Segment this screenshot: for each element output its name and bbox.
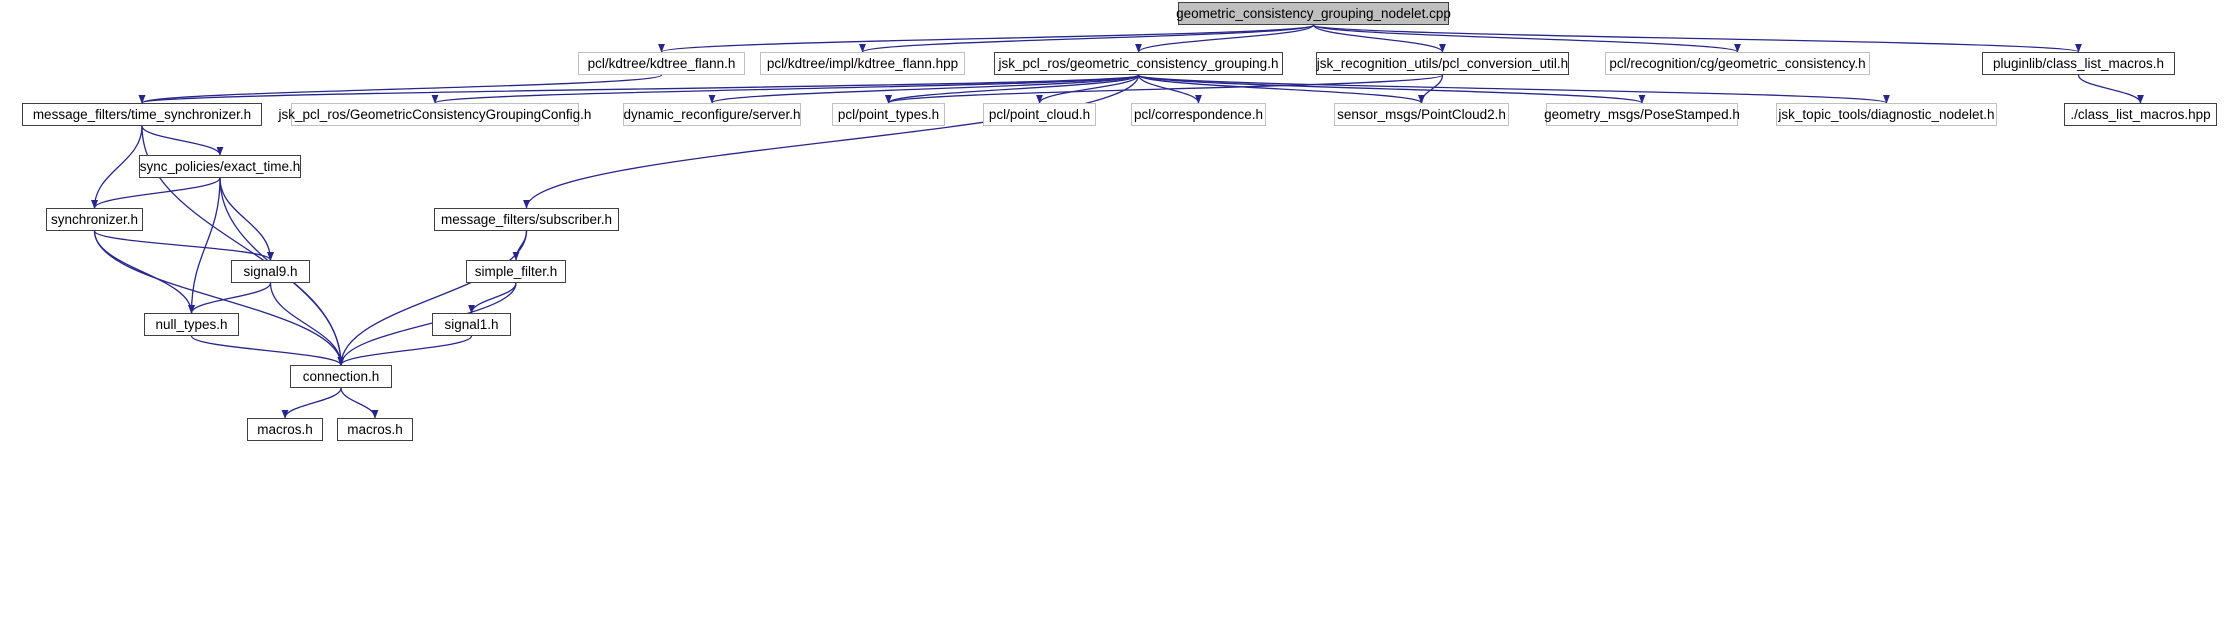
graph-node-label: jsk_pcl_ros/GeometricConsistencyGrouping… <box>278 106 592 122</box>
edge-connection-to-macros1 <box>281 387 342 419</box>
graph-node-kdtree_flann_hpp[interactable]: pcl/kdtree/impl/kdtree_flann.hpp <box>760 52 965 75</box>
edge-simple_filter-to-signal1 <box>468 282 517 314</box>
graph-node-label: message_filters/time_synchronizer.h <box>32 106 252 122</box>
graph-node-label: jsk_topic_tools/diagnostic_nodelet.h <box>1778 106 1995 122</box>
graph-node-label: pcl/recognition/cg/geometric_consistency… <box>1609 55 1866 71</box>
edge-gcg_h-to-posestamped <box>1137 74 1646 104</box>
edge-subscriber-to-simple_filter <box>512 230 528 261</box>
edge-root-to-pcl_conv_util <box>1312 24 1446 53</box>
graph-node-root[interactable]: geometric_consistency_grouping_nodelet.c… <box>1176 2 1451 25</box>
graph-node-label: signal9.h <box>243 263 298 279</box>
graph-node-label: null_types.h <box>155 316 228 332</box>
graph-node-correspondence[interactable]: pcl/correspondence.h <box>1131 103 1266 126</box>
edge-root-to-kdtree_flann_hpp <box>859 24 1315 53</box>
edge-root-to-geom_consist <box>1312 24 1741 53</box>
edge-gcg_h-to-pointcloud2 <box>1137 74 1425 104</box>
edge-synchronizer-to-signal9 <box>93 230 274 261</box>
edge-gcg_h-to-diag_nodelet <box>1137 74 1890 104</box>
edge-root-to-kdtree_flann_h <box>658 24 1315 53</box>
graph-node-signal1[interactable]: signal1.h <box>432 313 511 336</box>
graph-node-pointcloud2[interactable]: sensor_msgs/PointCloud2.h <box>1334 103 1509 126</box>
graph-node-point_cloud[interactable]: pcl/point_cloud.h <box>983 103 1096 126</box>
graph-node-label: geometry_msgs/PoseStamped.h <box>1544 106 1740 122</box>
graph-node-simple_filter[interactable]: simple_filter.h <box>466 260 566 283</box>
edge-root-to-gcg_h <box>1135 24 1315 53</box>
graph-node-label: signal1.h <box>444 316 499 332</box>
edge-gcg_h-to-subscriber <box>523 74 1140 209</box>
graph-node-diag_nodelet[interactable]: jsk_topic_tools/diagnostic_nodelet.h <box>1776 103 1997 126</box>
graph-node-label: jsk_pcl_ros/geometric_consistency_groupi… <box>998 55 1279 71</box>
graph-node-label: pcl/point_cloud.h <box>988 106 1091 122</box>
graph-node-label: geometric_consistency_grouping_nodelet.c… <box>1176 5 1451 21</box>
graph-node-geom_consist[interactable]: pcl/recognition/cg/geometric_consistency… <box>1605 52 1870 75</box>
graph-node-label: pluginlib/class_list_macros.h <box>1992 55 2165 71</box>
graph-node-label: synchronizer.h <box>50 211 139 227</box>
edge-signal9-to-null_types <box>188 282 272 314</box>
edge-synchronizer-to-connection <box>93 230 345 366</box>
edge-exact_time-to-signal9 <box>219 177 274 261</box>
graph-node-dynrecfg[interactable]: dynamic_reconfigure/server.h <box>623 103 801 126</box>
graph-node-kdtree_flann_h[interactable]: pcl/kdtree/kdtree_flann.h <box>578 52 745 75</box>
edge-kdtree_flann_h-to-time_sync <box>138 74 663 104</box>
graph-node-class_list_hpp[interactable]: ./class_list_macros.hpp <box>2064 103 2217 126</box>
edge-null_types-to-connection <box>190 335 345 366</box>
edge-signal9-to-connection <box>269 282 345 366</box>
edge-connection-to-macros2 <box>340 387 379 419</box>
graph-node-gcg_config[interactable]: jsk_pcl_ros/GeometricConsistencyGrouping… <box>279 103 591 126</box>
graph-node-label: sensor_msgs/PointCloud2.h <box>1337 106 1506 122</box>
graph-node-pcl_conv_util[interactable]: jsk_recognition_utils/pcl_conversion_uti… <box>1316 52 1569 75</box>
graph-node-time_sync[interactable]: message_filters/time_synchronizer.h <box>22 103 262 126</box>
edge-pcl_conv_util-to-point_types <box>885 74 1444 104</box>
graph-node-macros1[interactable]: macros.h <box>247 418 323 441</box>
edge-subscriber-to-connection <box>337 230 528 366</box>
graph-node-label: jsk_recognition_utils/pcl_conversion_uti… <box>1316 55 1569 71</box>
graph-node-exact_time[interactable]: sync_policies/exact_time.h <box>139 155 301 178</box>
edge-signal1-to-connection <box>337 335 473 366</box>
graph-node-synchronizer[interactable]: synchronizer.h <box>46 208 143 231</box>
edge-gcg_h-to-dynrecfg <box>708 74 1140 104</box>
edge-gcg_h-to-correspondence <box>1137 74 1202 104</box>
edge-gcg_h-to-time_sync <box>139 74 1140 104</box>
graph-node-point_types[interactable]: pcl/point_types.h <box>832 103 945 126</box>
edge-synchronizer-to-null_types <box>93 230 195 314</box>
graph-node-label: pcl/point_types.h <box>837 106 940 122</box>
edge-class_list_h-to-class_list_hpp <box>2077 74 2144 104</box>
graph-node-posestamped[interactable]: geometry_msgs/PoseStamped.h <box>1544 103 1740 126</box>
edge-gcg_h-to-gcg_config <box>431 74 1140 104</box>
edge-root-to-class_list_h <box>1312 24 2082 53</box>
graph-node-label: pcl/kdtree/impl/kdtree_flann.hpp <box>766 55 959 71</box>
graph-node-label: connection.h <box>302 368 380 384</box>
graph-node-class_list_h[interactable]: pluginlib/class_list_macros.h <box>1982 52 2175 75</box>
edge-exact_time-to-synchronizer <box>91 177 221 209</box>
graph-node-label: message_filters/subscriber.h <box>440 211 613 227</box>
graph-node-connection[interactable]: connection.h <box>290 365 392 388</box>
edge-gcg_h-to-point_cloud <box>1036 74 1140 104</box>
edge-paths <box>91 24 2144 419</box>
edge-gcg_h-to-point_types <box>885 74 1140 104</box>
edge-pcl_conv_util-to-pointcloud2 <box>1418 74 1444 104</box>
graph-node-label: ./class_list_macros.hpp <box>2070 106 2211 122</box>
graph-node-label: macros.h <box>257 421 313 437</box>
graph-node-gcg_h[interactable]: jsk_pcl_ros/geometric_consistency_groupi… <box>994 52 1283 75</box>
graph-node-label: macros.h <box>347 421 403 437</box>
graph-node-macros2[interactable]: macros.h <box>337 418 413 441</box>
graph-node-label: simple_filter.h <box>474 263 558 279</box>
graph-node-subscriber[interactable]: message_filters/subscriber.h <box>434 208 619 231</box>
graph-node-signal9[interactable]: signal9.h <box>231 260 310 283</box>
graph-node-label: dynamic_reconfigure/server.h <box>623 106 801 122</box>
graph-node-label: sync_policies/exact_time.h <box>139 158 301 174</box>
graph-node-label: pcl/correspondence.h <box>1133 106 1264 122</box>
edge-exact_time-to-null_types <box>188 177 221 314</box>
graph-node-null_types[interactable]: null_types.h <box>144 313 239 336</box>
graph-node-label: pcl/kdtree/kdtree_flann.h <box>587 55 736 71</box>
edge-time_sync-to-exact_time <box>141 125 224 156</box>
